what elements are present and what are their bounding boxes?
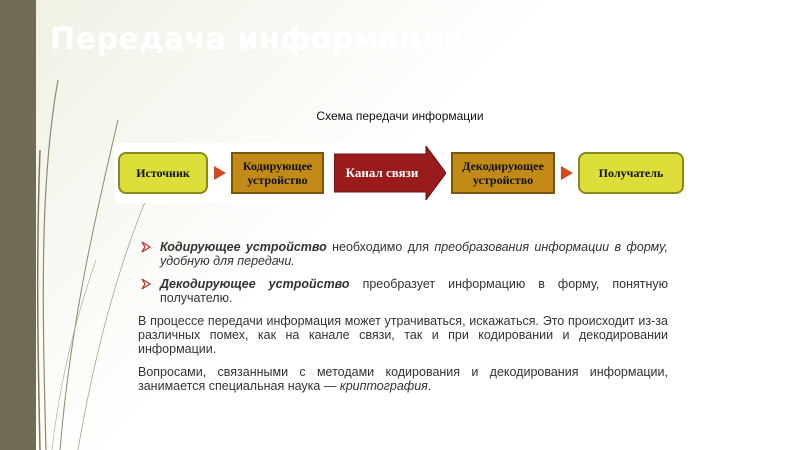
decoder-label-line1: Декодирующее [462,159,544,173]
encoder-label-line2: устройство [247,173,308,187]
bullet-arrow-icon [141,241,152,253]
source-label: Источник [136,166,190,180]
arrow-icon [214,166,226,180]
decoder-box: Декодирующее устройство [451,152,555,194]
encoder-box: Кодирующее устройство [231,152,324,194]
slide-title: Передача информации [50,22,466,57]
para2-end: . [427,379,432,393]
channel-arrow: Канал связи [333,144,447,202]
bullet2-text: преобразует информацию в форму, понятную… [160,277,668,305]
paragraph-interference: В процессе передачи информация может утр… [138,314,668,356]
sidebar-band [0,0,36,450]
bullet1-text-b: преобразования информации в форму, удобн… [160,240,668,268]
receiver-label: Получатель [598,166,664,180]
channel-label: Канал связи [345,165,419,180]
channel-arrow-icon [333,144,447,202]
arrow-icon [561,166,573,180]
bullet2-term: Декодирующее устройство [160,277,350,291]
source-box: Источник [118,152,208,194]
para2-text: Вопросами, связанными с методами кодиров… [138,365,668,393]
bullet1-term: Кодирующее устройство [160,240,327,254]
para2-term: криптография [339,379,428,393]
paragraph-cryptography: Вопросами, связанными с методами кодиров… [138,365,668,393]
list-item: Кодирующее устройство необходимо для пре… [140,240,668,268]
para1-text: В процессе передачи информация может утр… [138,314,668,356]
bullet1-text-a: необходимо для [326,240,435,254]
content-body: Кодирующее устройство необходимо для пре… [138,240,668,402]
transmission-diagram: Источник Кодирующее устройство Канал свя… [114,143,689,203]
encoder-label-line1: Кодирующее [242,159,313,173]
bullet-arrow-icon [141,278,152,290]
receiver-box: Получатель [578,152,684,194]
list-item: Декодирующее устройство преобразует инфо… [140,277,668,305]
decoder-label-line2: устройство [472,173,534,187]
diagram-caption: Схема передачи информации [316,109,484,123]
